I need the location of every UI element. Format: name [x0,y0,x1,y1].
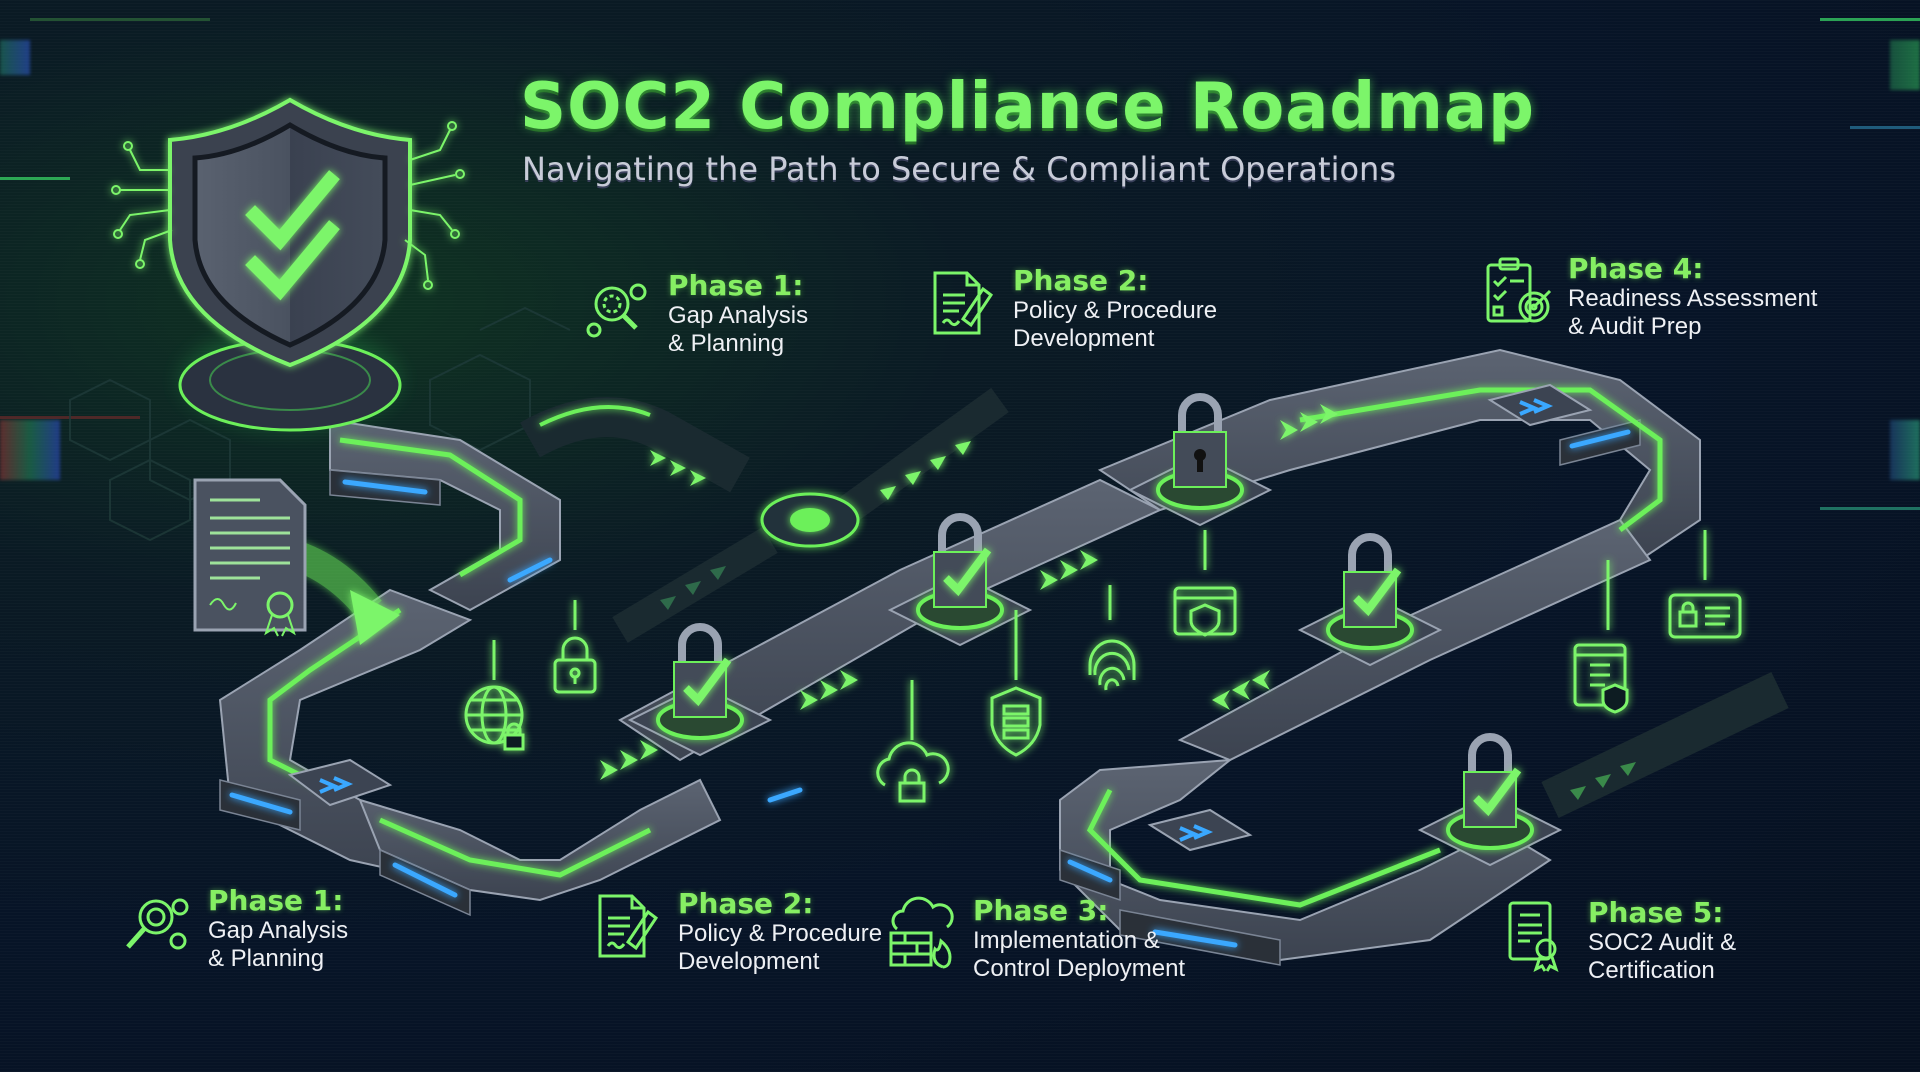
milestone-lock-4 [1417,733,1563,867]
glitch-line [1820,507,1920,510]
globe-lock-icon [464,685,525,751]
phase-card-bottom-1: Phase 1: Gap Analysis & Planning [120,885,348,973]
exit-path [1541,671,1789,819]
glitch-block [0,40,30,75]
glitch-block [1890,40,1920,90]
blue-led-indicators [229,429,1631,948]
phase-description-line1: Policy & Procedure [1013,297,1218,324]
page-title: SOC2 Compliance Roadmap [520,70,1535,144]
phase-heading: Phase 4: [1568,252,1704,285]
phase-description-line1: Readiness Assessment [1568,285,1818,312]
certificate-icon [1508,901,1559,972]
phase-heading: Phase 2: [678,887,814,920]
phase-description-line2: Development [1013,325,1155,352]
shield-server-icon [990,686,1042,757]
branch-path [520,387,1009,643]
glitch-block [0,420,60,480]
magnifier-gears-icon [586,283,647,338]
phase-description-line1: SOC2 Audit & [1588,929,1737,956]
padlock-icon [553,636,597,694]
browser-lock-icon [1173,586,1237,637]
phase-heading: Phase 1: [208,884,344,917]
phase-description-line2: & Planning [208,945,325,972]
milestone-lock-keyhole [1127,393,1273,527]
phase-card-bottom-2: Phase 2: Policy & Procedure Development [590,888,882,976]
fingerprint-icon [1088,639,1136,691]
phase-description-line1: Gap Analysis [208,917,349,944]
phase-description-line1: Policy & Procedure [678,920,883,947]
document-pen-icon [933,271,994,335]
cloud-lock-icon [876,741,950,803]
milestone-lock-3 [1297,533,1443,667]
glitch-line [1850,126,1920,129]
phase-heading: Phase 2: [1013,264,1149,297]
glitch-block [1890,420,1920,480]
phase-description-line2: Certification [1588,957,1715,984]
page-subtitle: Navigating the Path to Secure & Complian… [522,150,1396,188]
certificate-document-icon [193,478,400,645]
phase-heading: Phase 3: [973,894,1109,927]
phase-description-line1: Implementation & [973,927,1160,954]
phase-description-line2: & Planning [668,330,785,357]
magnifier-gears-icon [126,898,189,950]
blue-chevron-tiles [287,383,1593,852]
road-glow-lines [267,387,1663,908]
cloud-firewall-icon [889,896,954,969]
hero-shield-icon [111,97,465,432]
id-card-lock-icon [1668,593,1742,639]
path-icons [464,530,1742,803]
phase-description-line2: Development [678,948,820,975]
glitch-line [1820,18,1920,21]
phase-card-bottom-3: Phase 3: Implementation & Control Deploy… [885,895,1185,983]
phase-card-top-2: Phase 2: Policy & Procedure Development [925,265,1217,353]
exit-chevrons [1570,762,1636,800]
phase-description-line1: Gap Analysis [668,302,809,329]
road-chevrons [600,404,1338,780]
phase-card-bottom-5: Phase 5: SOC2 Audit & Certification [1500,897,1736,985]
padlock-milestones [627,393,1563,867]
checklist-target-icon [1486,257,1552,323]
milestone-lock-2 [887,513,1033,647]
phase-heading: Phase 1: [668,269,804,302]
glitch-line [0,177,70,180]
milestone-lock-1 [627,623,773,757]
phase-description-line2: & Audit Prep [1568,313,1702,340]
checklist-shield-icon [1573,643,1629,714]
phase-card-top-4: Phase 4: Readiness Assessment & Audit Pr… [1480,253,1817,341]
glitch-line [30,18,210,21]
document-pen-icon [598,894,659,958]
phase-card-top-1: Phase 1: Gap Analysis & Planning [580,270,808,358]
phase-description-line2: Control Deployment [973,955,1186,982]
phase-heading: Phase 5: [1588,896,1724,929]
